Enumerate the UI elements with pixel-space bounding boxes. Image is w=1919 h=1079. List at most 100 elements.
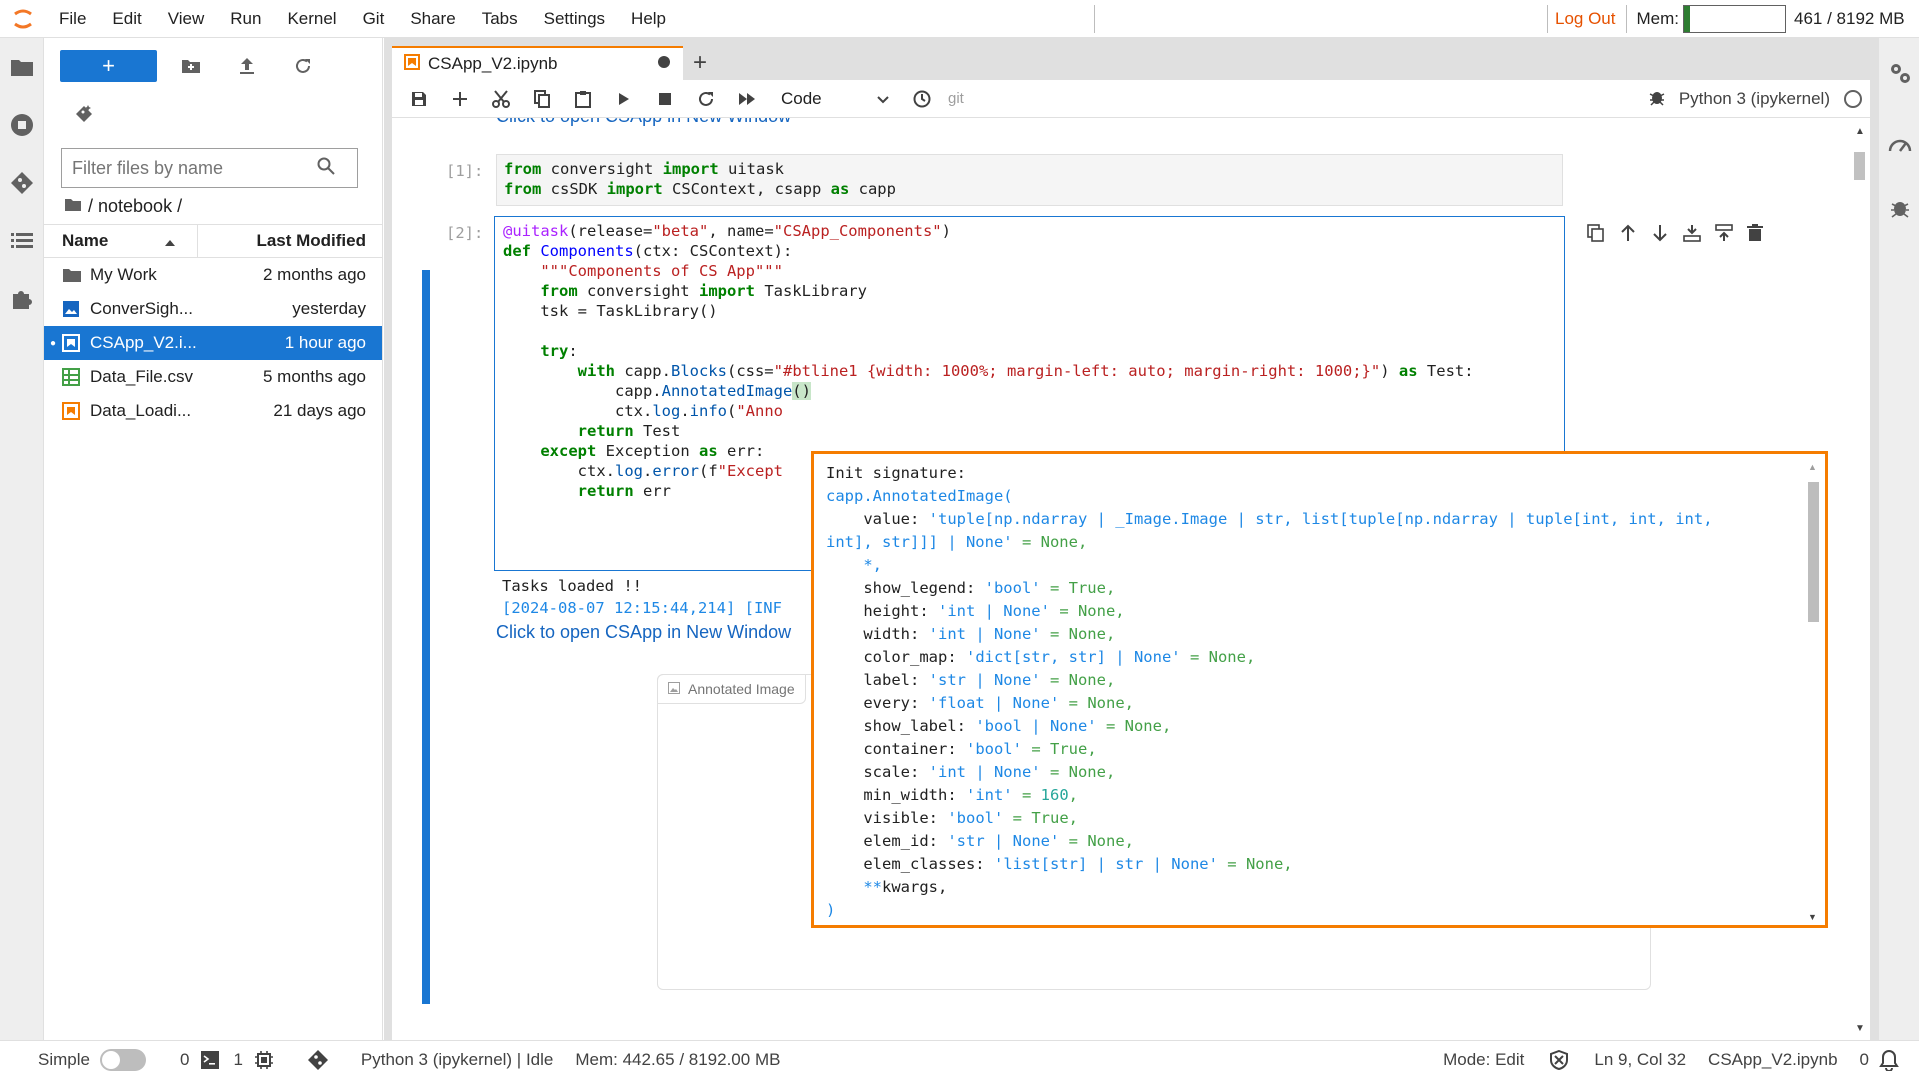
notebook-toolbar: Code git Python 3 (ipykernel): [392, 80, 1870, 118]
breadcrumb-path[interactable]: / notebook /: [88, 195, 183, 216]
simple-mode-toggle[interactable]: [99, 1049, 146, 1071]
code-line: @uitask(release="beta", name="CSApp_Comp…: [503, 222, 951, 240]
column-name-header[interactable]: Name: [44, 224, 198, 258]
menu-tabs[interactable]: Tabs: [481, 8, 518, 28]
scroll-down-arrow-icon[interactable]: ▼: [1855, 1023, 1865, 1034]
kernel-name[interactable]: Python 3 (ipykernel): [1678, 89, 1830, 108]
tooltip-scroll-up-icon[interactable]: ▲: [1808, 462, 1817, 472]
cut-icon[interactable]: [480, 83, 521, 115]
tooltip-line: every: 'float | None' = None,: [826, 694, 1134, 712]
folder-icon: [62, 267, 90, 283]
notification-count[interactable]: 0: [1859, 1050, 1869, 1069]
clock-icon[interactable]: [901, 83, 942, 115]
menu-view[interactable]: View: [167, 8, 205, 28]
debugger-icon[interactable]: [1879, 178, 1919, 238]
status-bar: Simple 0 1 Python 3 (ipykernel) | Idle M…: [0, 1040, 1919, 1079]
git-clone-icon[interactable]: [74, 104, 94, 129]
extension-puzzle-icon[interactable]: [0, 270, 44, 328]
insert-below-icon[interactable]: [1715, 224, 1733, 247]
menu-run[interactable]: Run: [230, 8, 262, 28]
breadcrumb-folder-icon[interactable]: [64, 196, 82, 217]
run-icon[interactable]: [603, 83, 644, 115]
restart-icon[interactable]: [685, 83, 726, 115]
insert-above-icon[interactable]: [1683, 224, 1701, 247]
code-line: from conversight import TaskLibrary: [540, 282, 867, 300]
table-of-contents-icon[interactable]: [0, 212, 44, 270]
file-name: ConverSigh...: [90, 299, 193, 318]
terminal-icon[interactable]: [201, 1051, 220, 1069]
output-link-partial[interactable]: Click to open CSApp in New Window: [496, 118, 791, 127]
cell-1-prompt: [1]:: [446, 162, 484, 180]
notebook-scrollbar-thumb[interactable]: [1854, 152, 1865, 180]
code-line: except Exception as err:: [540, 442, 765, 460]
scroll-up-arrow-icon[interactable]: ▲: [1855, 126, 1865, 137]
trusted-shield-icon[interactable]: [1550, 1050, 1569, 1070]
toggle-knob: [101, 1051, 120, 1069]
file-browser: + / notebook / Name La: [44, 38, 383, 1040]
fast-forward-icon[interactable]: [726, 83, 767, 115]
terminal-count[interactable]: 0: [179, 1050, 190, 1069]
cell-1-editor[interactable]: from conversight import uitask from csSD…: [496, 154, 1563, 206]
cell-toolbar: [1587, 224, 1763, 247]
cell-2-input-collapser[interactable]: [422, 270, 430, 622]
menu-share[interactable]: Share: [410, 8, 456, 28]
file-row-selected[interactable]: ● CSApp_V2.i... 1 hour ago: [44, 326, 382, 360]
cell-2-prompt: [2]:: [446, 224, 484, 242]
kernel-status-text[interactable]: Python 3 (ipykernel) | Idle: [360, 1050, 554, 1069]
new-folder-icon[interactable]: [163, 50, 219, 82]
upload-icon[interactable]: [219, 50, 275, 82]
git-icon[interactable]: [0, 154, 44, 212]
tooltip-scroll-down-icon[interactable]: ▼: [1808, 912, 1817, 922]
debugger-bug-icon[interactable]: [1649, 88, 1665, 111]
unsaved-dot-icon[interactable]: [657, 54, 671, 74]
tooltip-scrollbar[interactable]: ▲ ▼: [1805, 462, 1821, 922]
menu-git[interactable]: Git: [362, 8, 385, 28]
tooltip-line: height: 'int | None' = None,: [826, 602, 1125, 620]
new-tab-button[interactable]: +: [692, 49, 707, 76]
insert-cell-icon[interactable]: [439, 83, 480, 115]
bell-icon[interactable]: [1879, 1049, 1899, 1071]
git-status-icon[interactable]: [307, 1049, 329, 1071]
file-row[interactable]: My Work 2 months ago: [44, 258, 382, 292]
move-up-icon[interactable]: [1619, 224, 1637, 247]
file-row[interactable]: Data_Loadi... 21 days ago: [44, 394, 382, 428]
document-tab-bar: CSApp_V2.ipynb +: [392, 46, 717, 80]
menu-edit[interactable]: Edit: [112, 8, 142, 28]
menu-kernel[interactable]: Kernel: [287, 8, 337, 28]
stop-icon[interactable]: [644, 83, 685, 115]
copy-icon[interactable]: [521, 83, 562, 115]
file-filter-input[interactable]: [72, 157, 317, 179]
cursor-position-text[interactable]: Ln 9, Col 32: [1594, 1050, 1687, 1069]
new-launcher-button[interactable]: +: [60, 50, 157, 82]
tooltip-line: int], str]]] | None' = None,: [826, 533, 1088, 551]
running-sessions-icon[interactable]: [0, 96, 44, 154]
cell-2-output-collapser[interactable]: [422, 564, 430, 1004]
chevron-down-icon: [877, 89, 889, 109]
menu-help[interactable]: Help: [631, 8, 667, 28]
git-diff-button[interactable]: git: [948, 90, 964, 107]
file-row[interactable]: ConverSigh... yesterday: [44, 292, 382, 326]
refresh-icon[interactable]: [275, 50, 331, 82]
paste-icon[interactable]: [562, 83, 603, 115]
kernel-chip-icon[interactable]: [254, 1051, 273, 1069]
notebook-scrollbar[interactable]: ▲ ▼: [1850, 118, 1870, 1040]
menu-file[interactable]: File: [59, 8, 87, 28]
menubar-right-area: Log Out Mem: 461 / 8192 MB: [1547, 0, 1905, 38]
property-inspector-gears-icon[interactable]: [1879, 38, 1919, 108]
column-modified-header[interactable]: Last Modified: [256, 231, 366, 250]
menu-settings[interactable]: Settings: [543, 8, 606, 28]
folder-icon[interactable]: [0, 38, 44, 96]
tooltip-scrollbar-thumb[interactable]: [1808, 482, 1819, 622]
move-down-icon[interactable]: [1651, 224, 1669, 247]
tab-notebook[interactable]: CSApp_V2.ipynb: [392, 46, 683, 80]
logout-link[interactable]: Log Out: [1547, 5, 1624, 33]
cell-type-select[interactable]: Code: [781, 89, 889, 109]
code-line: from conversight import uitask: [504, 160, 784, 178]
resource-gauge-icon[interactable]: [1879, 108, 1919, 178]
duplicate-cell-icon[interactable]: [1587, 224, 1605, 247]
file-row[interactable]: Data_File.csv 5 months ago: [44, 360, 382, 394]
delete-cell-icon[interactable]: [1747, 224, 1763, 247]
save-icon[interactable]: [398, 83, 439, 115]
output-open-link[interactable]: Click to open CSApp in New Window: [496, 622, 792, 642]
kernel-count[interactable]: 1: [233, 1050, 243, 1069]
